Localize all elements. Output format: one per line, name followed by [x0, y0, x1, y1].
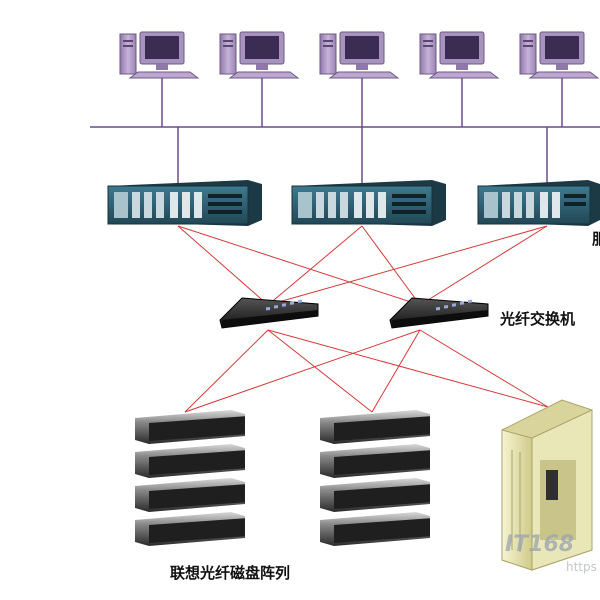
servers: [107, 180, 600, 226]
fiber-link: [177, 225, 269, 306]
rack-server: [291, 180, 446, 226]
fiber-link: [267, 225, 363, 306]
fiber-link: [267, 225, 548, 306]
workstations: [119, 31, 600, 79]
disk-shelf: [320, 512, 430, 546]
fiber-link: [371, 329, 421, 413]
rack-server: [477, 180, 600, 226]
fiber-link: [184, 329, 269, 413]
disk-shelf: [135, 444, 245, 478]
fiber-link: [177, 225, 421, 306]
workstation-pc: [519, 31, 600, 79]
fiber-switch: [219, 297, 319, 329]
disk-shelf: [135, 512, 245, 546]
watermark-url: https: [566, 560, 597, 574]
disk-shelf: [135, 410, 245, 444]
server-label-clipped: 服: [592, 230, 600, 248]
fiber-links: [177, 225, 549, 413]
rack-server: [107, 180, 262, 226]
disk-array-stack: [135, 410, 245, 546]
fiber-switch: [389, 297, 489, 329]
fiber-link: [267, 329, 549, 408]
disk-shelf: [320, 478, 430, 512]
disk-shelf: [320, 410, 430, 444]
fiber-link: [361, 225, 421, 306]
workstation-pc: [419, 31, 500, 79]
lan-bus: [90, 78, 600, 183]
fiber-link: [419, 225, 548, 306]
watermark-logo: IT168: [505, 532, 575, 557]
disk-shelf: [135, 478, 245, 512]
fiber-link: [419, 329, 549, 408]
disk-shelf: [320, 444, 430, 478]
fiber-switch-label: 光纤交换机: [500, 310, 576, 328]
disk-array-stack: [320, 410, 430, 546]
fiber-link: [267, 329, 373, 413]
storage-cabinet: [501, 399, 593, 571]
disk-array-label: 联想光纤磁盘阵列: [170, 564, 291, 582]
workstation-pc: [119, 31, 200, 79]
workstation-pc: [219, 31, 300, 79]
disk-arrays: [135, 410, 430, 546]
workstation-pc: [319, 31, 400, 79]
fiber-link: [184, 329, 421, 413]
fiber-switches: [219, 297, 489, 329]
